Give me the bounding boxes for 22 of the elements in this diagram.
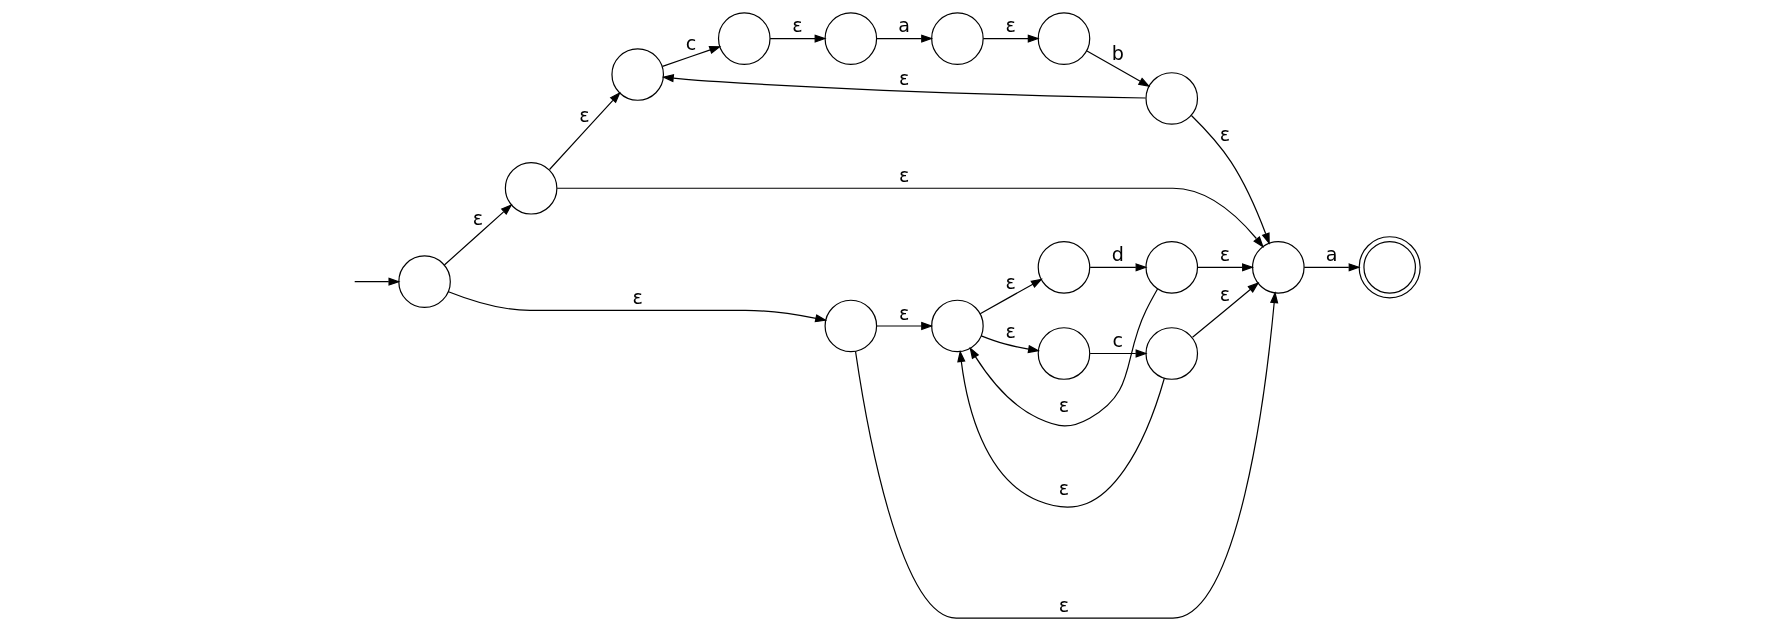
edge-label: ε xyxy=(1219,123,1230,147)
edge-label: ε xyxy=(1005,319,1016,343)
edge-label: ε xyxy=(632,286,643,310)
edge-label: ε xyxy=(1005,270,1016,294)
edge-label: ε xyxy=(1219,243,1230,267)
edge-label: a xyxy=(897,14,910,38)
edge-label: ε xyxy=(1058,476,1069,500)
edge-label: d xyxy=(1111,243,1124,267)
edge-label: b xyxy=(1111,41,1124,65)
edge-label: ε xyxy=(472,207,483,231)
edge-label: ε xyxy=(1219,282,1230,306)
edge-label: ε xyxy=(1058,593,1069,617)
edge-label: c xyxy=(1112,329,1123,353)
edge-label: ε xyxy=(578,104,590,128)
edge-label: ε xyxy=(1058,393,1069,417)
edge-label: ε xyxy=(898,301,909,325)
edge-label: ε xyxy=(791,14,803,38)
edge-label: a xyxy=(1325,243,1337,267)
edge-label: c xyxy=(685,32,696,56)
edge-label: ε xyxy=(898,67,909,91)
edge-label: ε xyxy=(1005,14,1016,38)
edge-label: ε xyxy=(898,164,909,188)
